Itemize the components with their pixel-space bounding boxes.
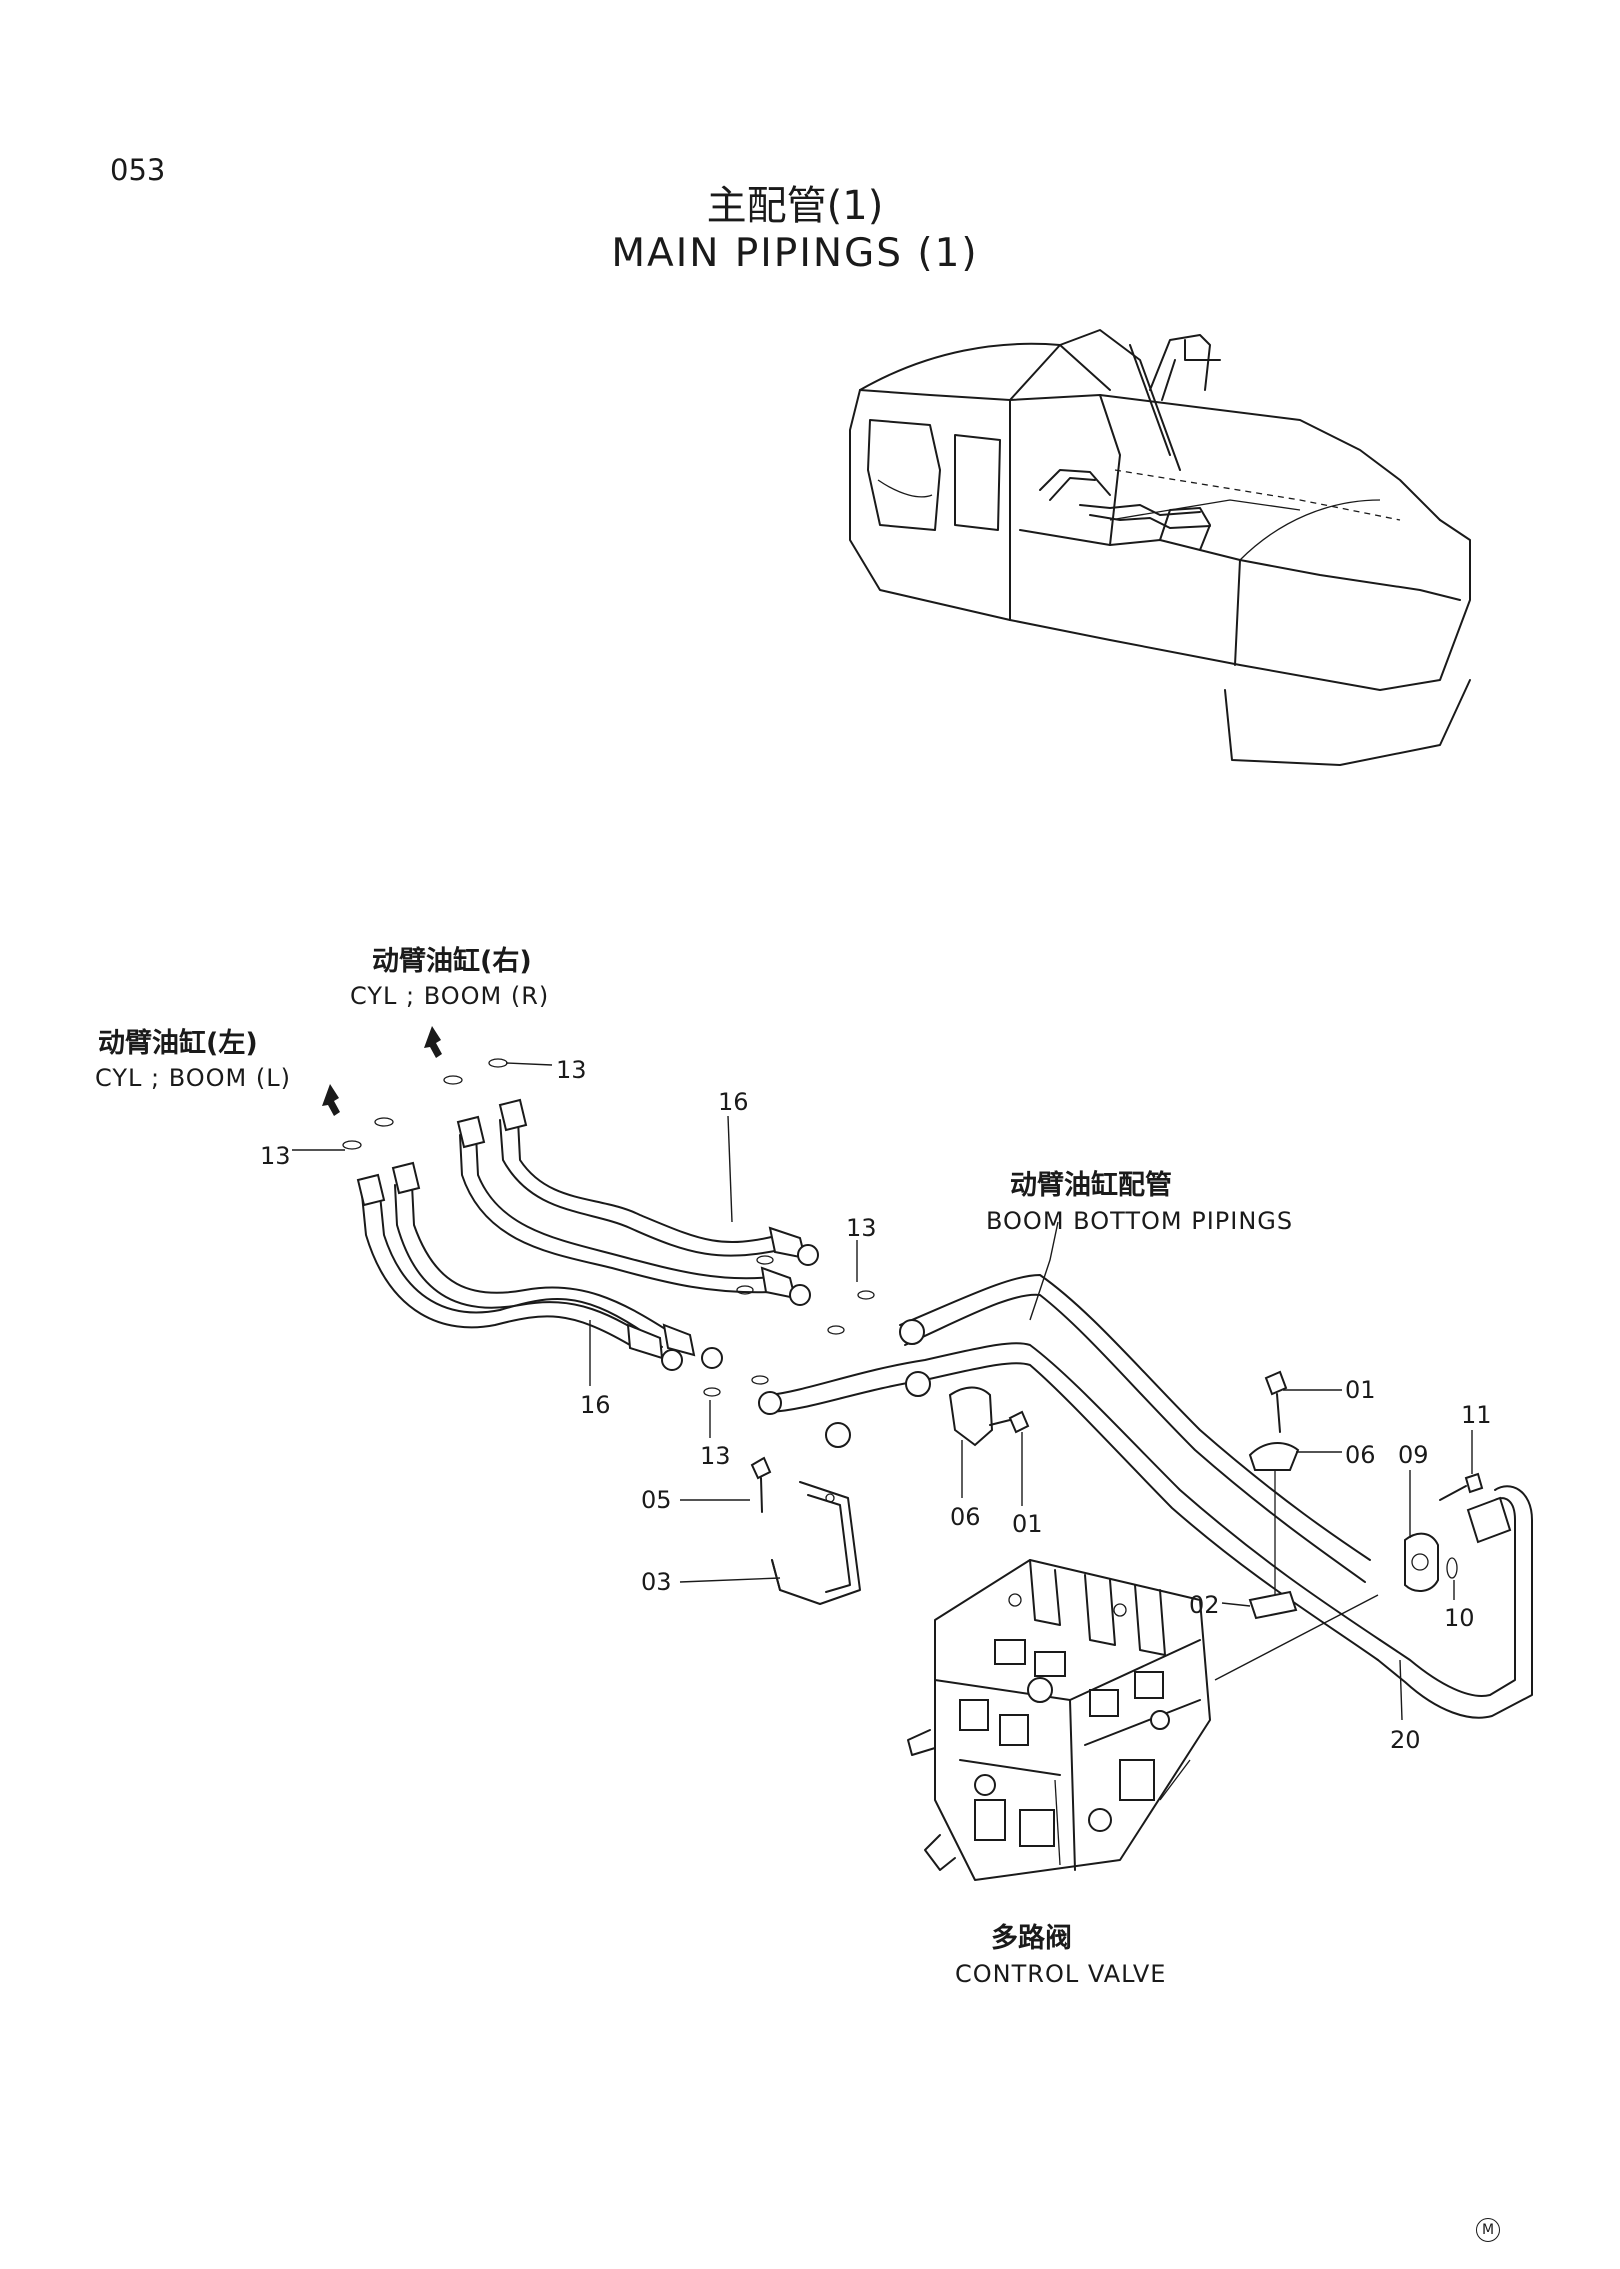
boom-cylinder-right-label: CYL ; BOOM (R) [350,982,550,1010]
o-rings [342,1058,875,1397]
callout-20: 20 [1390,1726,1421,1754]
callout-01: 01 [1012,1510,1043,1538]
callout-06: 06 [950,1503,981,1531]
callout-13: 13 [846,1214,877,1242]
callout-06: 06 [1345,1441,1376,1469]
control-valve-label-chinese: 多路阀 [991,1923,1072,1954]
callout-13: 13 [260,1142,291,1170]
page-title: MAIN PIPINGS (1) [611,231,979,276]
callout-11: 11 [1461,1401,1492,1429]
boom-cylinder-hoses [356,1098,819,1371]
control-valve-label: CONTROL VALVE [955,1960,1167,1988]
callout-09: 09 [1398,1441,1429,1469]
excavator-overview-illustration [849,329,1471,766]
boom-bottom-pipings-label-chinese: 动臂油缸配管 [1010,1170,1172,1201]
page-title-chinese: 主配管(1) [706,183,884,229]
clamps-and-fasteners [750,1370,1512,1620]
up-left-arrow [322,1084,340,1116]
callout-10: 10 [1444,1604,1475,1632]
manufacturer-mark: M [1476,2218,1500,2242]
control-valve-illustration [907,1559,1379,1881]
callout-13: 13 [556,1056,587,1084]
callout-05: 05 [641,1486,672,1514]
callout-16: 16 [580,1391,611,1419]
boom-bottom-pipings-label: BOOM BOTTOM PIPINGS [986,1207,1294,1235]
page-number: 053 [110,153,166,187]
callout-13: 13 [700,1442,731,1470]
boom-cylinder-right-label-chinese: 动臂油缸(右) [372,946,532,977]
callout-16: 16 [718,1088,749,1116]
boom-bottom-pipes [758,1274,1533,1719]
boom-cylinder-left-label-chinese: 动臂油缸(左) [98,1028,258,1059]
callout-03: 03 [641,1568,672,1596]
boom-cylinder-left-label: CYL ; BOOM (L) [95,1064,291,1092]
up-left-arrow [424,1026,442,1058]
callout-leader-lines [292,1062,1473,1721]
callout-02: 02 [1189,1591,1220,1619]
callout-01: 01 [1345,1376,1376,1404]
